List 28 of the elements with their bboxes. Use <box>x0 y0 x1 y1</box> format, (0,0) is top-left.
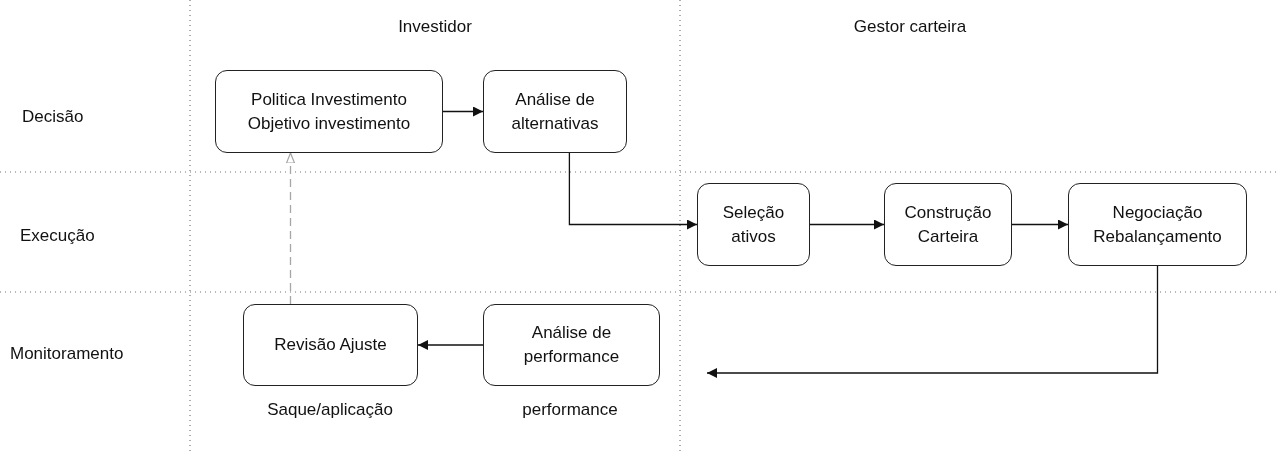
row-header: Execução <box>20 226 95 246</box>
process-box <box>884 183 1012 266</box>
arrow <box>442 106 484 117</box>
process-box <box>1068 183 1247 266</box>
arrow <box>706 265 1159 378</box>
annotation: Saque/aplicação <box>267 400 393 420</box>
box-label: Análise de alternativas <box>510 88 600 135</box>
column-header: Investidor <box>398 17 472 37</box>
box-label: Construção Carteira <box>903 201 993 248</box>
arrow <box>568 152 698 230</box>
annotation: performance <box>522 400 618 420</box>
column-header: Gestor carteira <box>853 17 967 37</box>
box-label: Revisão Ajuste <box>273 334 388 356</box>
process-box <box>215 70 443 153</box>
box-label: Análise de performance <box>522 322 621 368</box>
dashed-arrow <box>285 152 296 305</box>
box-label: Seleção ativos <box>721 201 786 248</box>
process-box <box>483 304 660 386</box>
arrow <box>1011 219 1069 230</box>
row-header: Decisão <box>22 107 84 127</box>
box-label: Negociação Rebalançamento <box>1092 201 1223 248</box>
arrow <box>417 340 484 350</box>
row-header: Monitoramento <box>10 344 124 364</box>
process-box <box>697 183 810 266</box>
box-label: Politica Investimento Objetivo investimento <box>246 88 412 135</box>
process-box <box>243 304 418 386</box>
arrow <box>809 219 885 230</box>
process-box <box>483 70 627 153</box>
